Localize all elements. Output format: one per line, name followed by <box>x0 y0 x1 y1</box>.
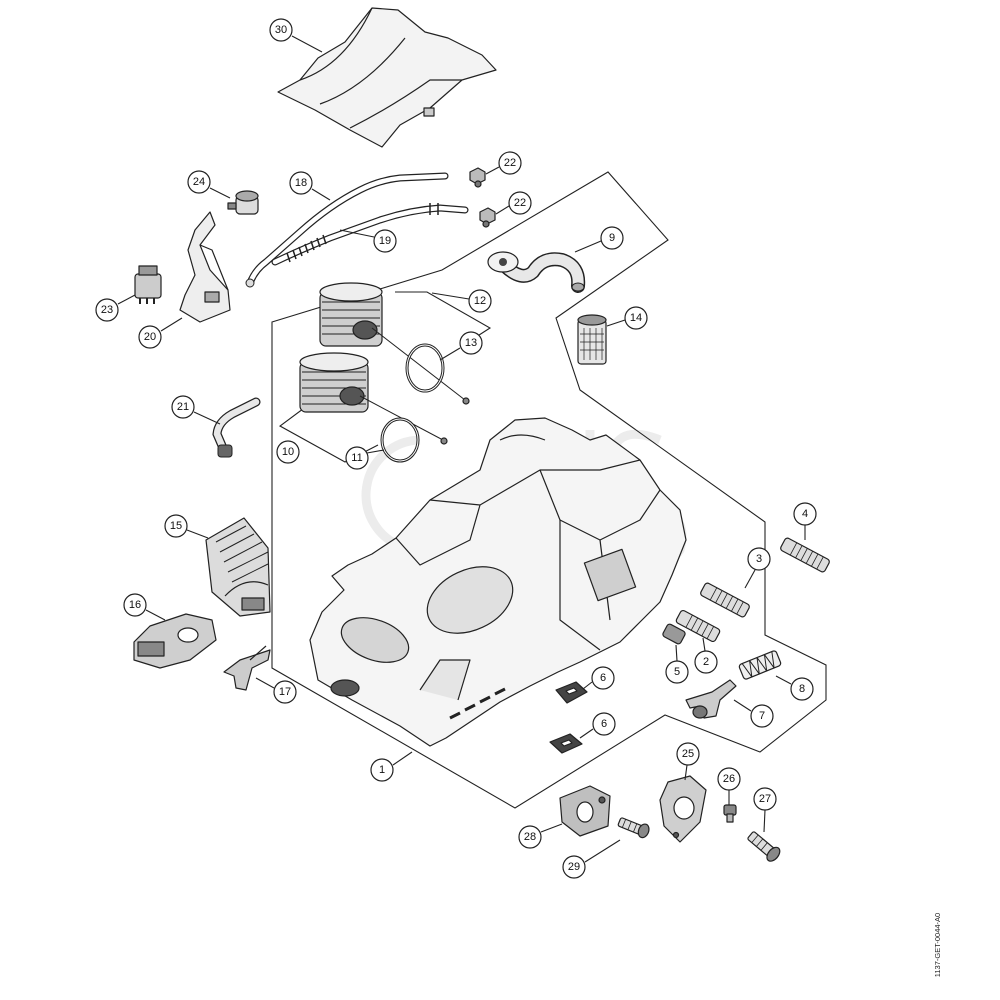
callout-label: 10 <box>282 446 294 458</box>
callout-label: 21 <box>177 401 189 413</box>
callout-6-lower: 6 <box>579 712 616 739</box>
callout-label: 23 <box>101 304 113 316</box>
callout-14: 14 <box>606 306 648 330</box>
callout-label: 15 <box>170 520 182 532</box>
callout-1: 1 <box>370 751 413 782</box>
callout-label: 26 <box>723 773 735 785</box>
part-8-spring <box>738 650 782 680</box>
callout-28: 28 <box>518 823 563 849</box>
callout-17: 17 <box>255 677 297 704</box>
part-26-screw <box>723 804 737 823</box>
part-25-guide <box>659 775 707 843</box>
callout-13: 13 <box>439 331 483 361</box>
callout-10: 10 <box>276 440 300 464</box>
part-14-filter <box>577 314 607 365</box>
callout-label: 2 <box>703 656 709 668</box>
callout-label: 30 <box>275 24 287 36</box>
callout-label: 11 <box>351 452 362 464</box>
part-27-screw <box>747 831 781 862</box>
callout-label: 29 <box>568 861 580 873</box>
part-23-connector <box>134 265 162 304</box>
callout-6-upper: 6 <box>582 666 615 690</box>
part-24-knob <box>227 190 259 215</box>
callout-4: 4 <box>793 502 817 540</box>
callout-26: 26 <box>717 767 741 805</box>
callout-2: 2 <box>694 637 718 674</box>
part-20-bracket <box>179 211 231 323</box>
callout-label: 1 <box>379 764 385 776</box>
part-15-housing <box>205 517 271 617</box>
callout-label: 19 <box>379 235 391 247</box>
callout-label: 17 <box>279 686 291 698</box>
callout-label: 6 <box>601 718 607 730</box>
callout-label: 20 <box>144 331 156 343</box>
callout-30: 30 <box>269 18 323 53</box>
part-6-pad-upper <box>555 681 588 704</box>
part-1-crankcase <box>309 417 687 747</box>
part-4-bolt <box>780 537 830 573</box>
callout-label: 12 <box>474 295 486 307</box>
callout-18: 18 <box>289 171 331 201</box>
part-7-lever <box>685 679 737 719</box>
callout-19: 19 <box>339 229 397 253</box>
callout-24: 24 <box>187 170 231 199</box>
callout-label: 27 <box>759 793 771 805</box>
callout-25: 25 <box>676 742 700 781</box>
callout-23: 23 <box>95 294 136 322</box>
callout-label: 25 <box>682 748 694 760</box>
part-10-cylinder <box>299 352 448 445</box>
part-13-ring <box>405 343 445 393</box>
part-3-bolt <box>700 582 750 618</box>
callout-11: 11 <box>345 446 385 470</box>
callout-label: 16 <box>129 599 141 611</box>
part-28-bracket <box>559 785 611 837</box>
callout-label: 13 <box>465 337 477 349</box>
callout-20: 20 <box>138 317 183 349</box>
callout-label: 4 <box>802 508 808 520</box>
callout-label: 6 <box>600 672 606 684</box>
callout-9: 9 <box>574 226 624 253</box>
callout-label: 14 <box>630 312 642 324</box>
part-11-ring <box>380 417 420 463</box>
part-22-fitting-upper <box>469 167 486 188</box>
callout-3: 3 <box>744 547 771 589</box>
assembly-boundary <box>271 171 827 809</box>
callout-15: 15 <box>164 514 209 539</box>
part-22-fitting-lower <box>479 207 496 228</box>
part-29-screw <box>617 817 650 839</box>
part-19-hose <box>271 203 469 266</box>
part-6-pad-lower <box>549 733 583 754</box>
part-17-lever <box>223 645 271 691</box>
callout-label: 7 <box>759 710 765 722</box>
part-12-cylinder <box>319 282 470 405</box>
callout-label: 22 <box>504 157 516 169</box>
part-21-pipe <box>212 397 261 458</box>
callout-29: 29 <box>562 839 621 879</box>
callout-5: 5 <box>665 644 689 684</box>
callout-label: 3 <box>756 553 762 565</box>
callout-label: 8 <box>799 683 805 695</box>
callout-16: 16 <box>123 593 166 621</box>
part-9-intake-pipe <box>487 251 586 293</box>
callout-8: 8 <box>775 675 814 701</box>
drawing-reference-number: 1137-GET-0044-A0 <box>933 913 942 977</box>
part-2-bolt <box>675 609 721 643</box>
callout-12: 12 <box>431 289 492 313</box>
part-30-cover <box>277 7 497 148</box>
callout-22-lower: 22 <box>495 191 532 215</box>
callout-22-upper: 22 <box>485 151 522 175</box>
callout-label: 18 <box>295 177 307 189</box>
callout-label: 22 <box>514 197 526 209</box>
callout-label: 24 <box>193 176 205 188</box>
callout-7: 7 <box>733 699 774 728</box>
part-5-sleeve <box>662 623 686 645</box>
callout-21: 21 <box>171 395 221 425</box>
part-18-hose <box>245 172 449 288</box>
callout-27: 27 <box>753 787 777 833</box>
callout-label: 5 <box>674 666 680 678</box>
part-16-mount <box>133 613 217 669</box>
callout-label: 9 <box>609 232 615 244</box>
callout-label: 28 <box>524 831 536 843</box>
